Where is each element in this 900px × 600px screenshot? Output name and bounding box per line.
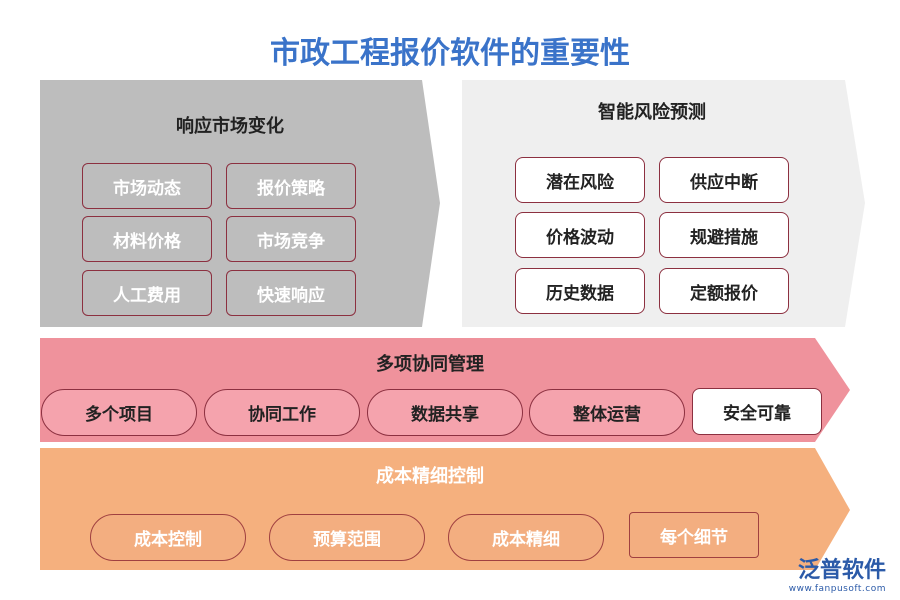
risk-arrow-bg: [462, 80, 865, 327]
risk-item: 历史数据: [515, 268, 645, 314]
logo-name: 泛普软件: [797, 558, 886, 583]
market-item: 快速响应: [226, 270, 356, 316]
collab-item: 多个项目: [41, 389, 197, 436]
collab-item: 数据共享: [367, 389, 523, 436]
cost-section-title: 成本精细控制: [376, 466, 484, 487]
risk-section-title: 智能风险预测: [598, 102, 706, 123]
market-item: 人工费用: [82, 270, 212, 316]
brand-logo: 泛普软件 www.fanpusoft.com: [789, 552, 886, 594]
cost-item: 预算范围: [269, 514, 425, 561]
collab-item: 安全可靠: [692, 388, 822, 435]
market-arrow-bg: [40, 80, 440, 327]
collab-section-title: 多项协同管理: [376, 354, 484, 375]
page-title: 市政工程报价软件的重要性: [270, 36, 630, 71]
market-item: 材料价格: [82, 216, 212, 262]
market-item: 报价策略: [226, 163, 356, 209]
logo-url: www.fanpusoft.com: [788, 584, 886, 594]
collab-item: 协同工作: [204, 389, 360, 436]
market-section-title: 响应市场变化: [176, 116, 284, 137]
market-item: 市场竞争: [226, 216, 356, 262]
cost-item: 每个细节: [629, 512, 759, 558]
cost-item: 成本控制: [90, 514, 246, 561]
collab-item: 整体运营: [529, 389, 685, 436]
market-item: 市场动态: [82, 163, 212, 209]
cost-item: 成本精细: [448, 514, 604, 561]
risk-item: 价格波动: [515, 212, 645, 258]
risk-item: 供应中断: [659, 157, 789, 203]
risk-item: 规避措施: [659, 212, 789, 258]
risk-item: 潜在风险: [515, 157, 645, 203]
risk-item: 定额报价: [659, 268, 789, 314]
